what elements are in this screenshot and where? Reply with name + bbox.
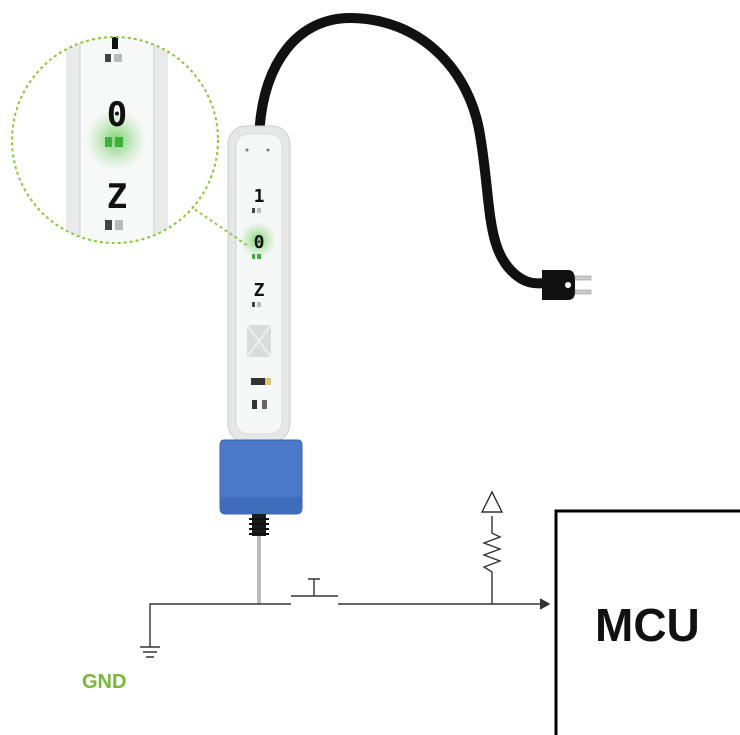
circuit <box>140 490 740 735</box>
mcu-box <box>554 509 740 735</box>
power-cable <box>254 12 550 289</box>
active-position-glow <box>240 222 276 258</box>
zoom-position-label-0: 0 <box>107 95 127 135</box>
position-label-1: 1 <box>254 186 265 207</box>
gnd-label: GND <box>82 671 126 693</box>
power-plug <box>542 270 592 300</box>
blue-cap <box>219 439 303 515</box>
push-button-switch <box>291 578 338 597</box>
ground-wire <box>149 603 259 647</box>
probe-connector <box>249 514 269 536</box>
qr-code-icon <box>246 324 272 358</box>
vcc-arrow <box>480 490 504 513</box>
position-label-z: Z <box>254 280 265 301</box>
signal-arrow <box>539 598 551 610</box>
pullup-resistor <box>482 516 502 604</box>
switch-strip: 1 0 Z <box>227 125 291 443</box>
mcu-label: MCU <box>595 599 700 651</box>
ground-symbol <box>140 646 160 658</box>
zoom-position-label-z: Z <box>107 177 127 217</box>
zoom-callout-border <box>11 36 219 244</box>
position-label-0: 0 <box>254 232 265 253</box>
zoom-callout: 0 Z <box>12 37 218 243</box>
